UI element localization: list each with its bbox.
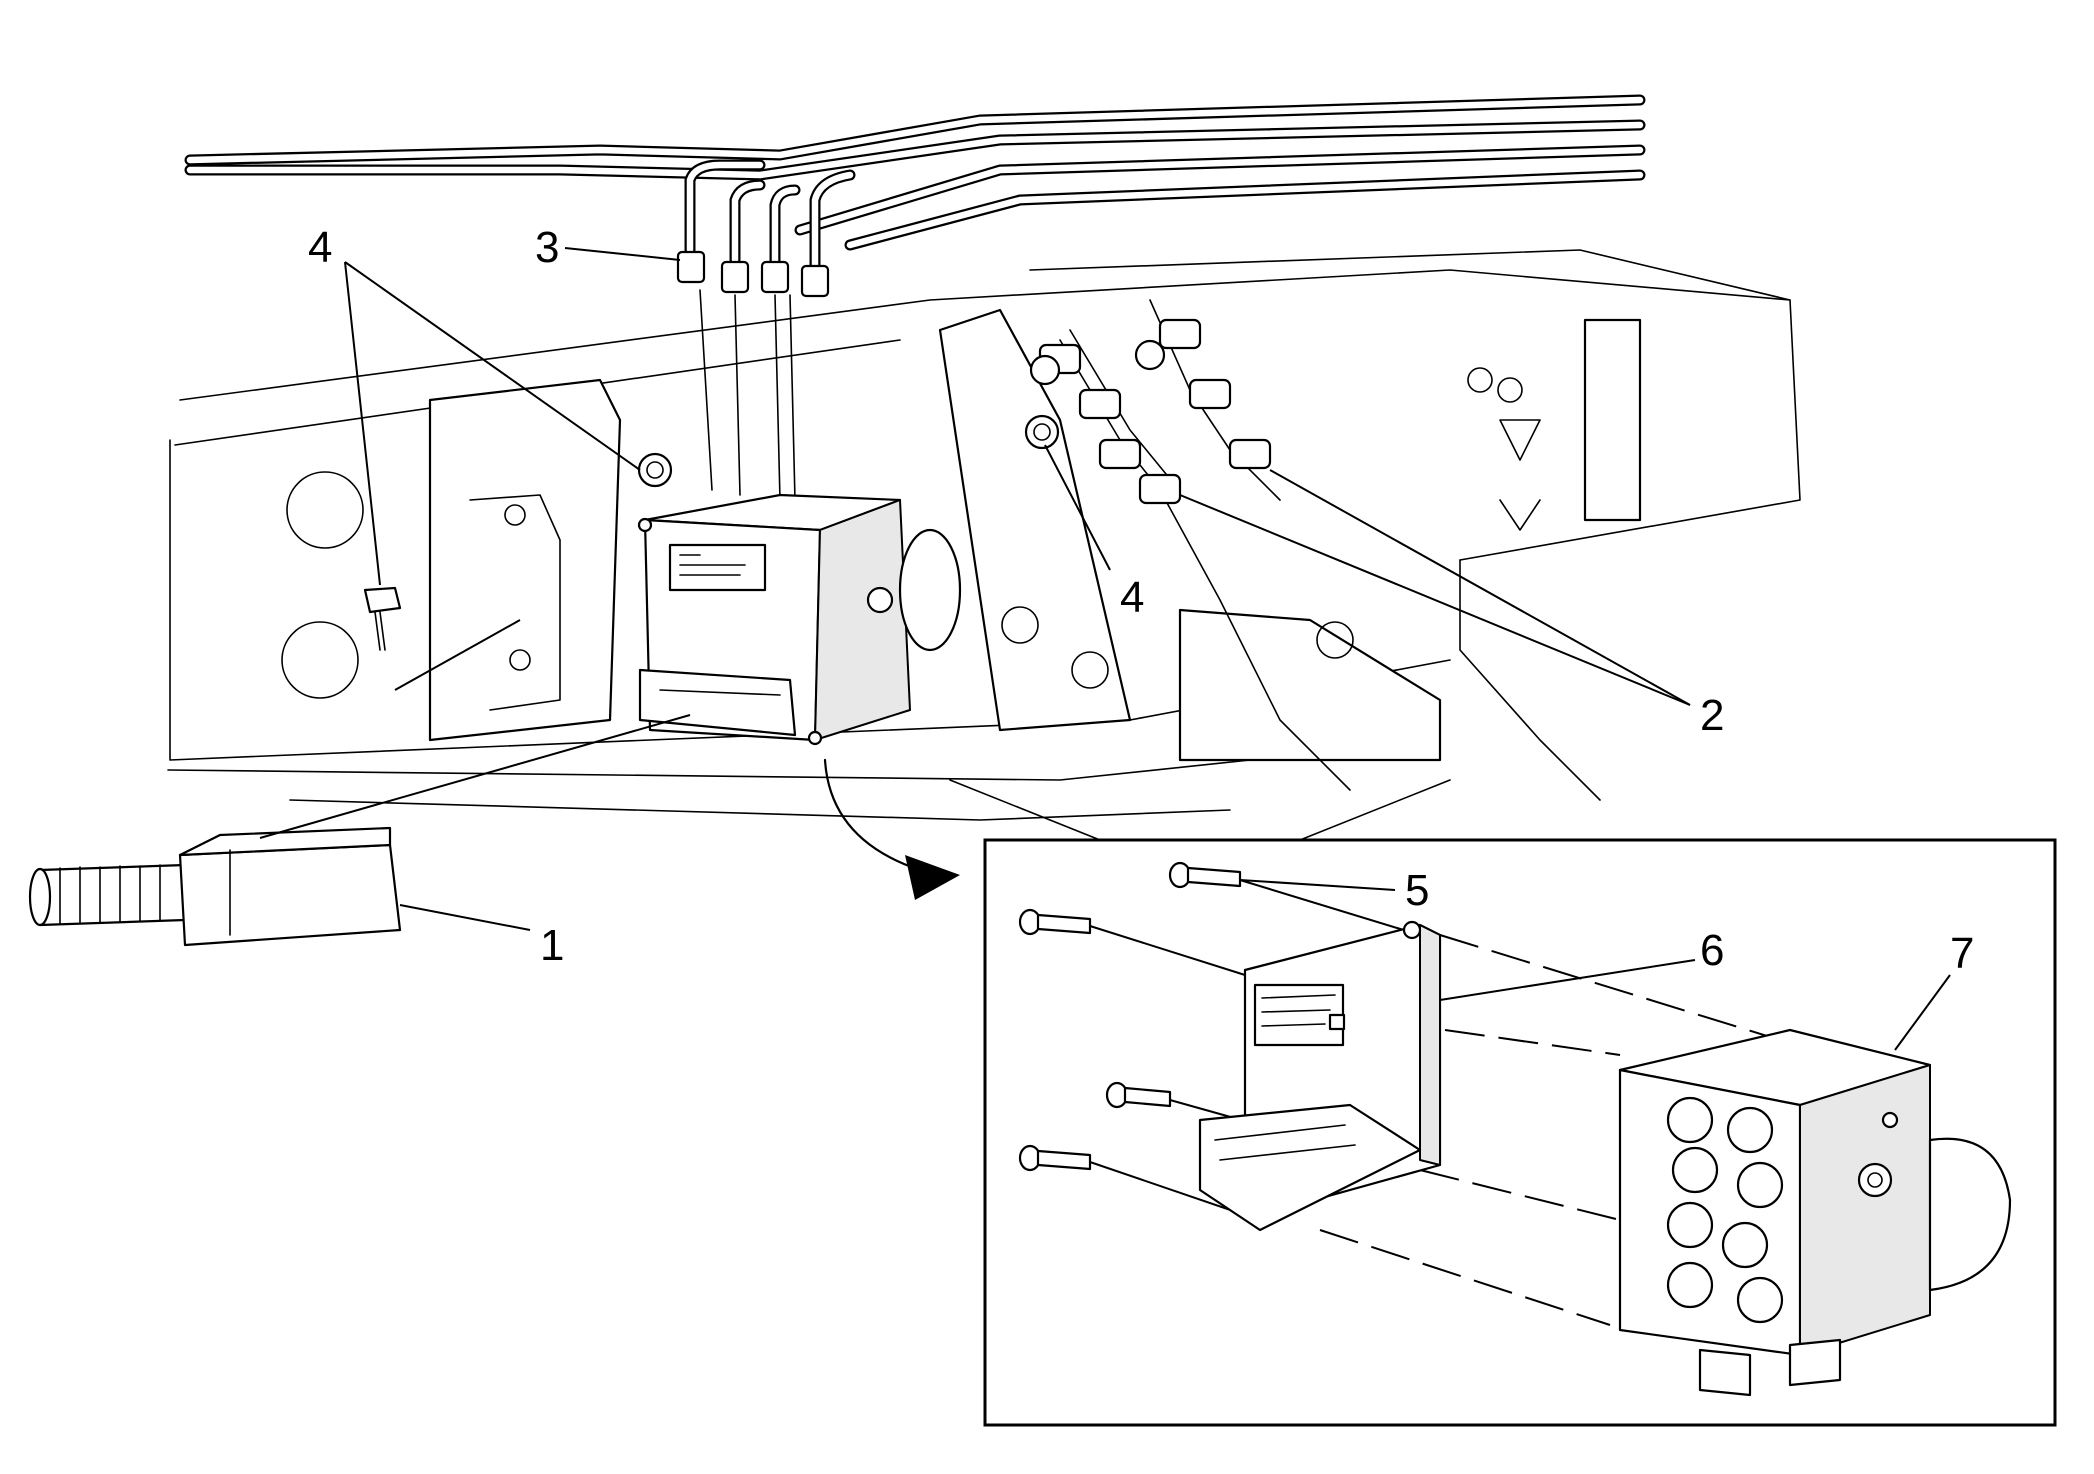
bolt-right: [1024, 414, 1060, 450]
mounting-bracket-right: [938, 308, 1442, 762]
callout-7: 7: [1950, 929, 1974, 978]
callout-3: 3: [535, 223, 559, 272]
bolt-left-lower: [363, 586, 402, 651]
brake-pipes: [184, 94, 1646, 501]
screw-middle: [1105, 1081, 1172, 1109]
ebcm-module: [1198, 920, 1442, 1232]
callout-4-left: 4: [308, 223, 332, 272]
detail-arrow: [823, 758, 960, 900]
abs-module-installed: [637, 493, 962, 746]
callout-2: 2: [1700, 691, 1724, 740]
screw-lower-left: [1018, 1144, 1092, 1172]
screw-upper-left: [1018, 908, 1092, 936]
callout-5: 5: [1405, 866, 1429, 915]
frame-rail: [167, 249, 1801, 881]
wiring-connector: [28, 826, 402, 947]
wiring-harness-clips: [1029, 299, 1351, 791]
leader-lines: [259, 247, 1951, 1051]
callout-4-right: 4: [1120, 573, 1144, 622]
frame-bracket-plate: [1497, 318, 1642, 531]
callout-6: 6: [1700, 926, 1724, 975]
mounting-bracket-left: [428, 378, 622, 742]
bpmv-hydraulic-unit: [1618, 1028, 2012, 1397]
callout-1: 1: [540, 921, 564, 970]
screw-top: [1168, 861, 1242, 889]
bolt-left-upper: [637, 452, 673, 488]
